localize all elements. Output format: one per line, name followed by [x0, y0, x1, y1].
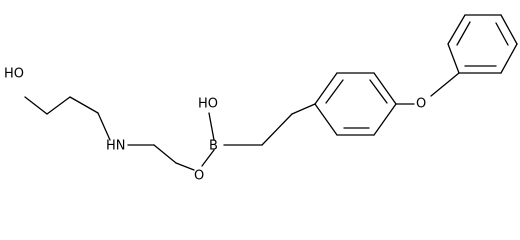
boron-label: B [209, 139, 218, 154]
ester-oxygen-label: O [194, 169, 204, 184]
ring1-bond-6 [314, 103, 338, 136]
bond-c1-c2 [46, 96, 71, 115]
ring1-bond-4 [373, 103, 397, 136]
ring1-bond-3 [373, 72, 397, 105]
ring2-bond-3 [500, 14, 518, 45]
bond-c3-n [97, 112, 111, 141]
ring2-double-3 [456, 21, 471, 46]
boron-hydroxyl-label: HO [198, 97, 218, 112]
bond-c5-o [175, 162, 195, 171]
amine-label: HN [106, 139, 126, 154]
bond-c7-ring [291, 103, 316, 115]
bond-ho-c1 [24, 96, 48, 115]
bond-c6-c7 [261, 113, 293, 146]
ring1-double-3 [369, 79, 388, 104]
bond-b-oh [208, 112, 215, 141]
bond-o-b [201, 149, 215, 167]
bond-c4-c5 [153, 144, 177, 164]
ether-oxygen-label: O [416, 97, 426, 112]
ring2-bond-6 [447, 43, 460, 74]
ring1-bond-1 [314, 72, 338, 105]
ring2-bond-2 [500, 43, 518, 74]
ring2-double-2 [495, 22, 509, 46]
ring1-double-1 [325, 79, 344, 104]
bond-ether-o-ring2 [430, 72, 460, 97]
ring2-bond-5 [447, 14, 466, 45]
hydroxyl-label-left: HO [4, 67, 24, 82]
molecule-diagram: HO HN HO B O O [4, 14, 518, 184]
bond-c2-c3 [69, 96, 99, 114]
